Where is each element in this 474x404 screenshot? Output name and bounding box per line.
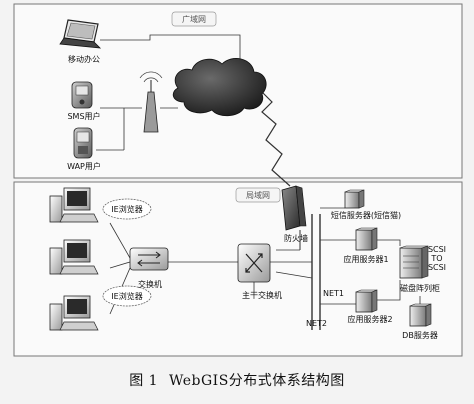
disk-array-icon (399, 245, 429, 279)
wap-user-label: WAP用户 (67, 161, 101, 171)
lan-zone-label-box (235, 187, 281, 203)
switch-icon (129, 247, 169, 271)
mobile-office-label: 移动办公 (68, 54, 100, 64)
lan-zone-label: 局域网 (246, 190, 270, 200)
laptop-icon (59, 19, 102, 49)
core-switch-label: 主干交换机 (242, 290, 282, 300)
net2-label: NET2 (306, 319, 327, 328)
app-server-1-label: 应用服务器1 (343, 254, 388, 264)
disk-array-label: 磁盘阵列柜 (400, 283, 440, 293)
switch-label: 交换机 (138, 279, 162, 289)
db-server-label: DB服务器 (402, 330, 438, 340)
cloud-icon (172, 58, 267, 117)
firewall-icon (281, 185, 307, 231)
ie-browser-label: IE浏览器 (111, 291, 142, 301)
ie-browser-tag: IE浏览器 (102, 198, 152, 220)
wan-zone-label-box (171, 11, 217, 27)
sms-server-label: 短信服务器(短信猫) (331, 210, 401, 220)
connection-lines (96, 34, 421, 330)
scsi-to-label: TO (430, 254, 442, 263)
core-switch-icon (237, 243, 271, 283)
figure-title: WebGIS分布式体系结构图 (169, 373, 345, 389)
desktop-pc-icon (49, 239, 99, 275)
desktop-pc-icon (49, 295, 99, 331)
firewall-label: 防火墙 (284, 233, 308, 243)
desktop-pc-icon (49, 187, 99, 223)
mobile-phone-icon (71, 81, 93, 109)
server-icon (355, 227, 378, 251)
scsi-top-label: SCSI (428, 245, 446, 254)
sms-user-label: SMS用户 (67, 111, 100, 121)
server-icon (409, 303, 432, 327)
figure-caption: 图 1 WebGIS分布式体系结构图 (0, 370, 474, 390)
scsi-bottom-label: SCSI (428, 263, 446, 272)
antenna-icon (139, 71, 163, 133)
figure-number: 图 1 (129, 373, 159, 389)
app-server-2-label: 应用服务器2 (347, 314, 392, 324)
wan-zone-label: 广域网 (182, 14, 206, 24)
ie-browser-label: IE浏览器 (111, 204, 142, 214)
server-icon (344, 189, 365, 209)
mobile-phone-icon (73, 127, 93, 159)
net1-label: NET1 (323, 289, 344, 298)
ie-browser-tag: IE浏览器 (102, 285, 152, 307)
server-icon (355, 289, 378, 313)
